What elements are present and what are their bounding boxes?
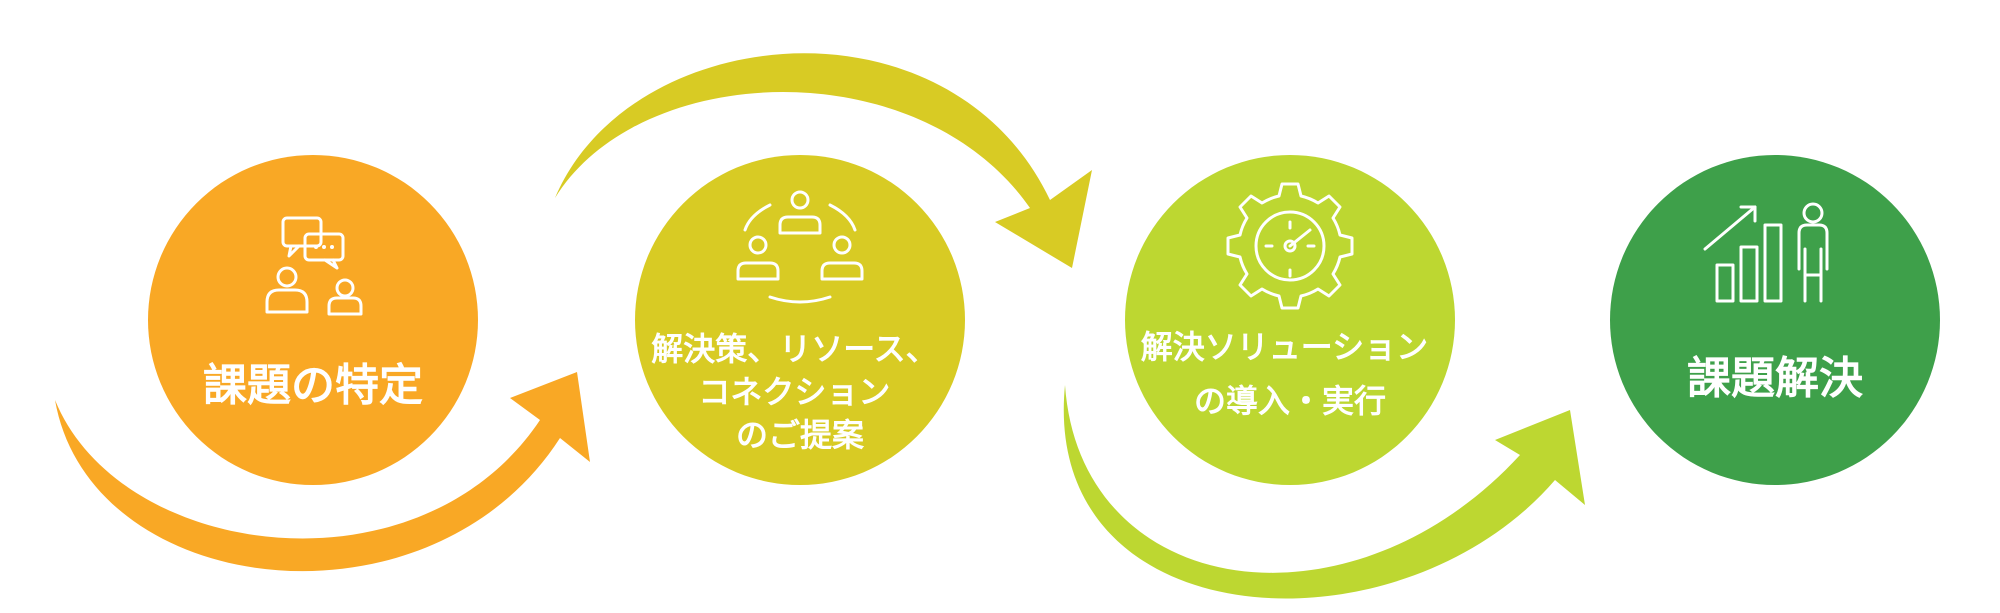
step-1-label: 課題の特定 <box>203 360 423 411</box>
step-3-circle <box>1125 155 1455 485</box>
flow-arrow-1 <box>55 372 590 572</box>
step-4-circle <box>1610 155 1940 485</box>
team-circle-icon <box>736 190 864 304</box>
step-1: 課題の特定 <box>148 155 478 485</box>
growth-chart-person-icon <box>1703 202 1829 303</box>
step-2: 解決策、リソース、 コネクション のご提案 <box>635 155 965 485</box>
step-3: 解決ソリューション の導入・実行 <box>1125 155 1455 485</box>
step-2-circle <box>635 155 965 485</box>
step-3-label-line-2: の導入・実行 <box>1194 382 1386 420</box>
step-4-label: 課題解決 <box>1687 353 1863 404</box>
step-4: 課題解決 <box>1610 155 1940 485</box>
step-2-label-line-3: のご提案 <box>736 416 865 454</box>
step-1-label-line: 課題の特定 <box>203 360 423 411</box>
gear-gauge-icon <box>1226 182 1354 310</box>
step-3-label-line-1: 解決ソリューション <box>1141 328 1428 366</box>
flow-arrow-2 <box>555 53 1092 268</box>
chat-people-icon <box>265 216 363 316</box>
step-4-label-line: 課題解決 <box>1687 353 1863 404</box>
step-1-circle <box>148 155 478 485</box>
step-2-label-line-2: コネクション <box>698 373 890 411</box>
flow-arrow-3 <box>1063 385 1585 599</box>
step-3-label: 解決ソリューション の導入・実行 <box>1141 328 1440 420</box>
step-2-label-line-1: 解決策、リソース、 <box>651 330 937 368</box>
step-2-label: 解決策、リソース、 コネクション のご提案 <box>651 330 949 454</box>
